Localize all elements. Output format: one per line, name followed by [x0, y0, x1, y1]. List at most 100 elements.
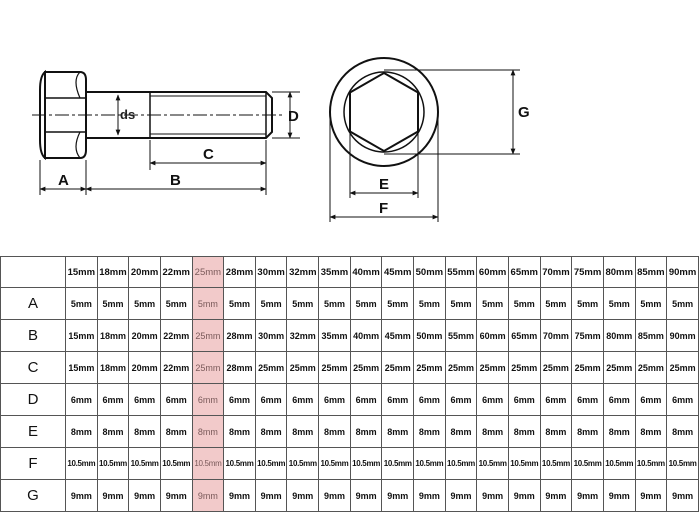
table-cell: 8mm: [286, 415, 320, 448]
table-cell: 6mm: [381, 383, 415, 416]
table-cell: 25mm: [191, 319, 225, 352]
table-cell: 10.5mm: [286, 447, 320, 480]
table-cell: 5mm: [413, 287, 446, 320]
table-cell: 8mm: [318, 415, 351, 448]
size-column-header: 55mm: [444, 256, 478, 288]
table-cell: 9mm: [602, 479, 636, 512]
size-column-header: 70mm: [539, 256, 573, 288]
size-column-header: 35mm: [318, 256, 351, 288]
table-cell: 55mm: [444, 319, 478, 352]
table-cell: 25mm: [381, 351, 415, 384]
label-D: D: [288, 108, 299, 125]
table-cell: 9mm: [318, 479, 351, 512]
table-cell: 15mm: [65, 319, 98, 352]
table-cell: 10.5mm: [602, 447, 636, 480]
table-cell: 25mm: [571, 351, 604, 384]
table-cell: 6mm: [223, 383, 256, 416]
table-cell: 9mm: [65, 479, 98, 512]
table-cell: 5mm: [349, 287, 383, 320]
table-cell: 85mm: [634, 319, 668, 352]
table-cell: 9mm: [159, 479, 193, 512]
table-cell: 5mm: [223, 287, 256, 320]
table-cell: 6mm: [65, 383, 98, 416]
table-cell: 8mm: [191, 415, 225, 448]
table-cell: 9mm: [444, 479, 478, 512]
corner-cell: [0, 256, 66, 288]
table-cell: 10.5mm: [476, 447, 509, 480]
row-label: A: [0, 287, 66, 320]
table-cell: 70mm: [539, 319, 573, 352]
table-cell: 6mm: [476, 383, 509, 416]
table-cell: 10.5mm: [507, 447, 541, 480]
table-cell: 5mm: [571, 287, 604, 320]
table-cell: 5mm: [318, 287, 351, 320]
table-cell: 6mm: [634, 383, 668, 416]
table-cell: 10.5mm: [444, 447, 478, 480]
table-cell: 10.5mm: [254, 447, 288, 480]
row-label: G: [0, 479, 66, 512]
size-column-header: 40mm: [349, 256, 383, 288]
table-cell: 9mm: [507, 479, 541, 512]
table-cell: 10.5mm: [96, 447, 130, 480]
table-cell: 80mm: [602, 319, 636, 352]
table-cell: 20mm: [128, 351, 161, 384]
label-ds: ds: [120, 107, 135, 122]
table-cell: 75mm: [571, 319, 604, 352]
table-cell: 10.5mm: [634, 447, 668, 480]
table-cell: 9mm: [223, 479, 256, 512]
table-cell: 8mm: [223, 415, 256, 448]
table-cell: 25mm: [539, 351, 573, 384]
table-cell: 10.5mm: [349, 447, 383, 480]
table-cell: 8mm: [539, 415, 573, 448]
table-cell: 5mm: [381, 287, 415, 320]
row-label: B: [0, 319, 66, 352]
table-cell: 25mm: [666, 351, 699, 384]
table-cell: 25mm: [602, 351, 636, 384]
table-cell: 6mm: [571, 383, 604, 416]
table-cell: 10.5mm: [666, 447, 699, 480]
table-cell: 8mm: [65, 415, 98, 448]
table-cell: 10.5mm: [191, 447, 225, 480]
table-cell: 8mm: [96, 415, 130, 448]
table-cell: 9mm: [476, 479, 509, 512]
size-column-header: 18mm: [96, 256, 130, 288]
table-cell: 50mm: [413, 319, 446, 352]
table-cell: 25mm: [507, 351, 541, 384]
table-cell: 28mm: [223, 319, 256, 352]
table-cell: 10.5mm: [413, 447, 446, 480]
size-column-header: 85mm: [634, 256, 668, 288]
bolt-end-view: [329, 57, 520, 222]
table-cell: 5mm: [634, 287, 668, 320]
table-cell: 6mm: [191, 383, 225, 416]
label-E: E: [379, 176, 389, 193]
table-cell: 15mm: [65, 351, 98, 384]
table-cell: 45mm: [381, 319, 415, 352]
table-cell: 32mm: [286, 319, 320, 352]
size-column-header: 15mm: [65, 256, 98, 288]
label-A: A: [58, 172, 69, 189]
table-cell: 5mm: [476, 287, 509, 320]
table-cell: 25mm: [349, 351, 383, 384]
table-cell: 10.5mm: [539, 447, 573, 480]
table-cell: 25mm: [254, 351, 288, 384]
table-cell: 6mm: [318, 383, 351, 416]
table-cell: 25mm: [286, 351, 320, 384]
table-cell: 5mm: [128, 287, 161, 320]
table-cell: 10.5mm: [318, 447, 351, 480]
row-label: D: [0, 383, 66, 416]
table-cell: 25mm: [634, 351, 668, 384]
label-B: B: [170, 172, 181, 189]
table-cell: 8mm: [128, 415, 161, 448]
table-cell: 8mm: [349, 415, 383, 448]
size-column-header: 20mm: [128, 256, 161, 288]
flange-outer-circle: [329, 57, 439, 167]
size-column-header: 28mm: [223, 256, 256, 288]
label-F: F: [379, 200, 388, 217]
row-label: F: [0, 447, 66, 480]
